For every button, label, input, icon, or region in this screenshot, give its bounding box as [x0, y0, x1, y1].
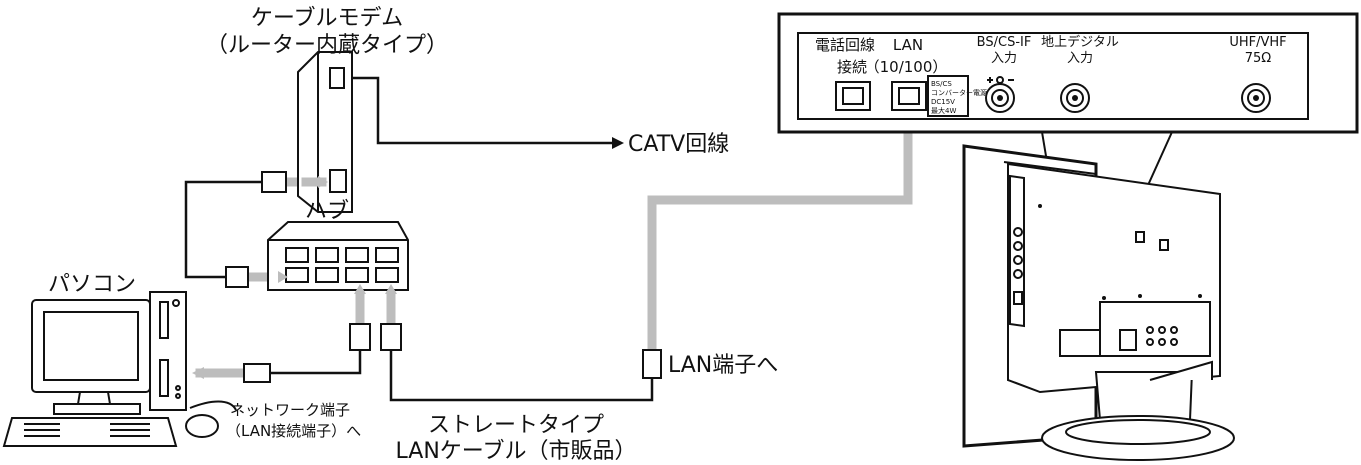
power-note-line3: DC15V — [931, 98, 955, 106]
terrestrial-label-line1: 地上デジタル — [1041, 34, 1119, 50]
pc-mouse — [185, 414, 219, 438]
lan-cables-gray — [195, 91, 913, 378]
lan-port-label: LAN端子へ — [668, 353, 778, 378]
wiring-black — [184, 76, 654, 402]
hub-ports — [285, 247, 399, 283]
pc-keyboard — [2, 417, 178, 447]
catv-label: CATV回線 — [628, 132, 729, 157]
modem-label-line2: （ルーター内蔵タイプ） — [206, 33, 448, 58]
cable-label-line1: ストレートタイプ — [428, 413, 604, 438]
power-note-line1: BS/CS — [931, 80, 952, 88]
pc-port-connector-icon — [243, 363, 271, 383]
modem-wan-port — [329, 67, 345, 89]
modem-label-line1: ケーブルモデム — [251, 6, 403, 31]
power-note-box — [927, 75, 969, 117]
bs-cs-if-label-line1: BS/CS-IF — [977, 35, 1032, 50]
network-hub — [225, 221, 409, 351]
power-note-line2: コンバーター電源 — [931, 88, 987, 97]
network-port-label-line2: （LAN接続端子）へ — [226, 422, 361, 440]
bs-cs-if-port — [985, 76, 1015, 113]
pc-label: パソコン — [48, 272, 136, 297]
bs-cs-if-label-line2: 入力 — [991, 51, 1017, 66]
cable-label-line2: LANケーブル（市販品） — [396, 439, 637, 464]
network-port-label-line1: ネットワーク端子 — [230, 401, 350, 419]
tv-cable-plug-icon — [380, 323, 402, 351]
terrestrial-label-line2: 入力 — [1067, 51, 1093, 66]
hub-connector-icon — [225, 266, 249, 288]
personal-computer — [2, 291, 271, 447]
catv-arrow-icon — [612, 137, 624, 149]
lan-panel-label-line1: LAN — [893, 36, 923, 54]
phone-label-line1: 電話回線 — [815, 36, 875, 54]
uhf-vhf-label-line1: UHF/VHF — [1229, 35, 1286, 50]
lan-panel-label-line2: （10/100） — [865, 58, 948, 76]
cable-modem — [261, 51, 353, 213]
modem-connector-icon — [261, 171, 287, 193]
hub-label: ハブ — [305, 199, 349, 224]
tv-rear-panel-inset — [777, 12, 1359, 134]
modem-lan-port — [329, 169, 347, 193]
terrestrial-port — [1060, 83, 1090, 113]
phone-label-line2: 接続 — [837, 58, 867, 76]
uhf-vhf-label-line2: 75Ω — [1245, 51, 1272, 66]
power-note-line4: 最大4W — [931, 106, 956, 115]
tv-back — [962, 144, 1235, 461]
lan-plug-icon — [642, 349, 662, 379]
pc-cable-plug-icon — [349, 323, 371, 351]
uhf-vhf-port — [1241, 83, 1271, 113]
